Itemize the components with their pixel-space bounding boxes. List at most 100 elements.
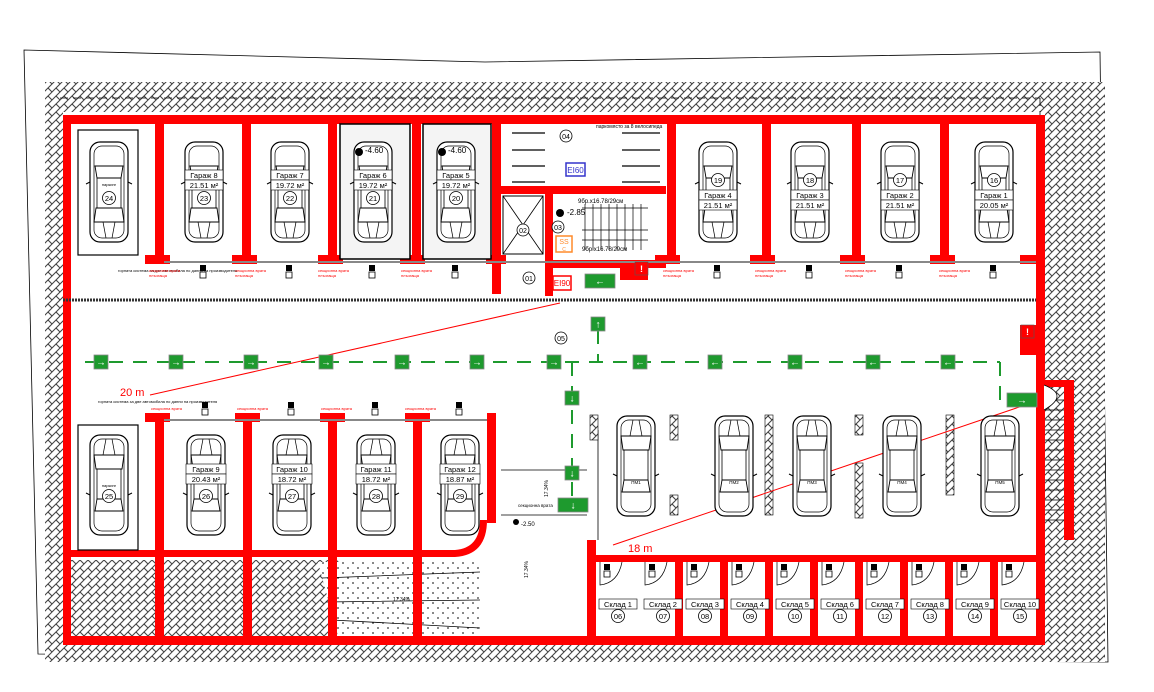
door-swing [731, 561, 755, 586]
parking-space-2[interactable]: ПМ2 [710, 415, 758, 517]
exit-sign-down: ↓ [564, 465, 580, 481]
garage-number-circle [199, 489, 213, 503]
storage-13[interactable]: Склад 813 [910, 561, 950, 623]
exit-arrow-icon: ← [943, 358, 953, 369]
parking-space-5[interactable]: ПМ5 [976, 415, 1024, 517]
garage-area: 21.51 м² [704, 201, 733, 210]
door-note-sub: плъзгаща [149, 273, 168, 278]
door-swing [686, 561, 710, 586]
garage-title: Гараж 2 [886, 191, 913, 200]
exit-arrow-icon: → [96, 358, 106, 369]
exit-sign-right: → [469, 354, 485, 370]
storage-number-circle [743, 609, 757, 623]
storage-title: Склад 3 [691, 600, 719, 609]
storage-14[interactable]: Склад 914 [955, 561, 995, 623]
storage-06[interactable]: Склад 106 [598, 561, 638, 623]
door-hardware-icon [202, 402, 208, 408]
garage-number: 29 [456, 492, 464, 501]
door-ei90-label: EI90 [554, 279, 571, 288]
bike-note: паркомясто за 8 велосипеда [596, 124, 663, 130]
garage-title: Гараж 5 [442, 171, 469, 180]
garage-area-box [353, 179, 393, 191]
exit-arrow-icon: → [171, 358, 181, 369]
door-hardware-icon [199, 271, 207, 279]
garage-number: 18 [806, 176, 814, 185]
room-04-label: 04 [562, 134, 570, 141]
storage-07[interactable]: Склад 207 [643, 561, 683, 623]
storage-08[interactable]: Склад 308 [685, 561, 725, 623]
ramp-slope-2: 17.34% [524, 560, 530, 578]
door-hardware-icon [735, 570, 743, 578]
storage-title: Склад 10 [1004, 600, 1036, 609]
retaining-wall-left [45, 82, 63, 662]
car-icon [976, 415, 1024, 517]
door-ss-tag [555, 235, 573, 253]
garage-area: 20.05 м² [980, 201, 1009, 210]
garage-number-circle [987, 173, 1001, 187]
garage-area: 21.51 м² [190, 181, 219, 190]
parking-space-1[interactable]: ПМ1 [612, 415, 660, 517]
door-hardware-icon [916, 564, 922, 570]
door-note-sub: плъзгаща [235, 273, 254, 278]
garage-number-circle [893, 173, 907, 187]
door-swing [1001, 561, 1025, 586]
garage-number-circle [102, 489, 116, 503]
storage-10[interactable]: Склад 5 10 [775, 561, 815, 623]
lift-note: паркинг [102, 483, 117, 488]
exit-sign-ramp: ↓ [557, 497, 589, 513]
garage-area-box [271, 473, 313, 485]
door-hardware-icon [200, 265, 206, 271]
garage-area-box [698, 199, 738, 211]
storage-number: 14 [971, 612, 979, 621]
level-marker-icon [438, 148, 446, 156]
door-hardware-icon [451, 271, 459, 279]
door-hardware-icon [780, 570, 788, 578]
door-note: секционна врата [235, 268, 267, 273]
garage-area: 18.87 м² [446, 475, 475, 484]
door-hardware-icon [896, 265, 902, 271]
staircase [582, 204, 648, 250]
storage-number: 10 [791, 612, 799, 621]
storage-09[interactable]: Склад 409 [730, 561, 770, 623]
storage-number: 13 [926, 612, 934, 621]
garage-number: 28 [372, 492, 380, 501]
door-hardware-icon [806, 265, 812, 271]
door-hardware-icon [713, 271, 721, 279]
door-hardware-icon [871, 564, 877, 570]
garage-area-box [184, 179, 224, 191]
door-ss-sublabel: C [562, 247, 566, 253]
exit-sign-exterior-stair: → [1006, 392, 1038, 408]
exit-sign-box [584, 273, 616, 289]
exit-arrow-icon: ← [635, 358, 645, 369]
storage-12[interactable]: Склад 712 [865, 561, 905, 623]
door-hardware-icon [961, 564, 967, 570]
parking-space-4[interactable]: ПМ4 [878, 415, 926, 517]
soil-hatch-bottom-left [63, 560, 333, 640]
exit-sign-box [707, 354, 723, 370]
parking-space-3[interactable]: ПМ3 [788, 415, 836, 517]
door-swing [599, 561, 623, 586]
level-label: -4.60 [448, 146, 467, 155]
storage-title: Склад 5 [781, 600, 809, 609]
garage-number-circle [366, 191, 380, 205]
exit-sign-box [1006, 392, 1038, 408]
door-note: секционна врата [151, 406, 183, 411]
door-swing [956, 561, 980, 586]
storage-11[interactable]: Склад 611 [820, 561, 860, 623]
